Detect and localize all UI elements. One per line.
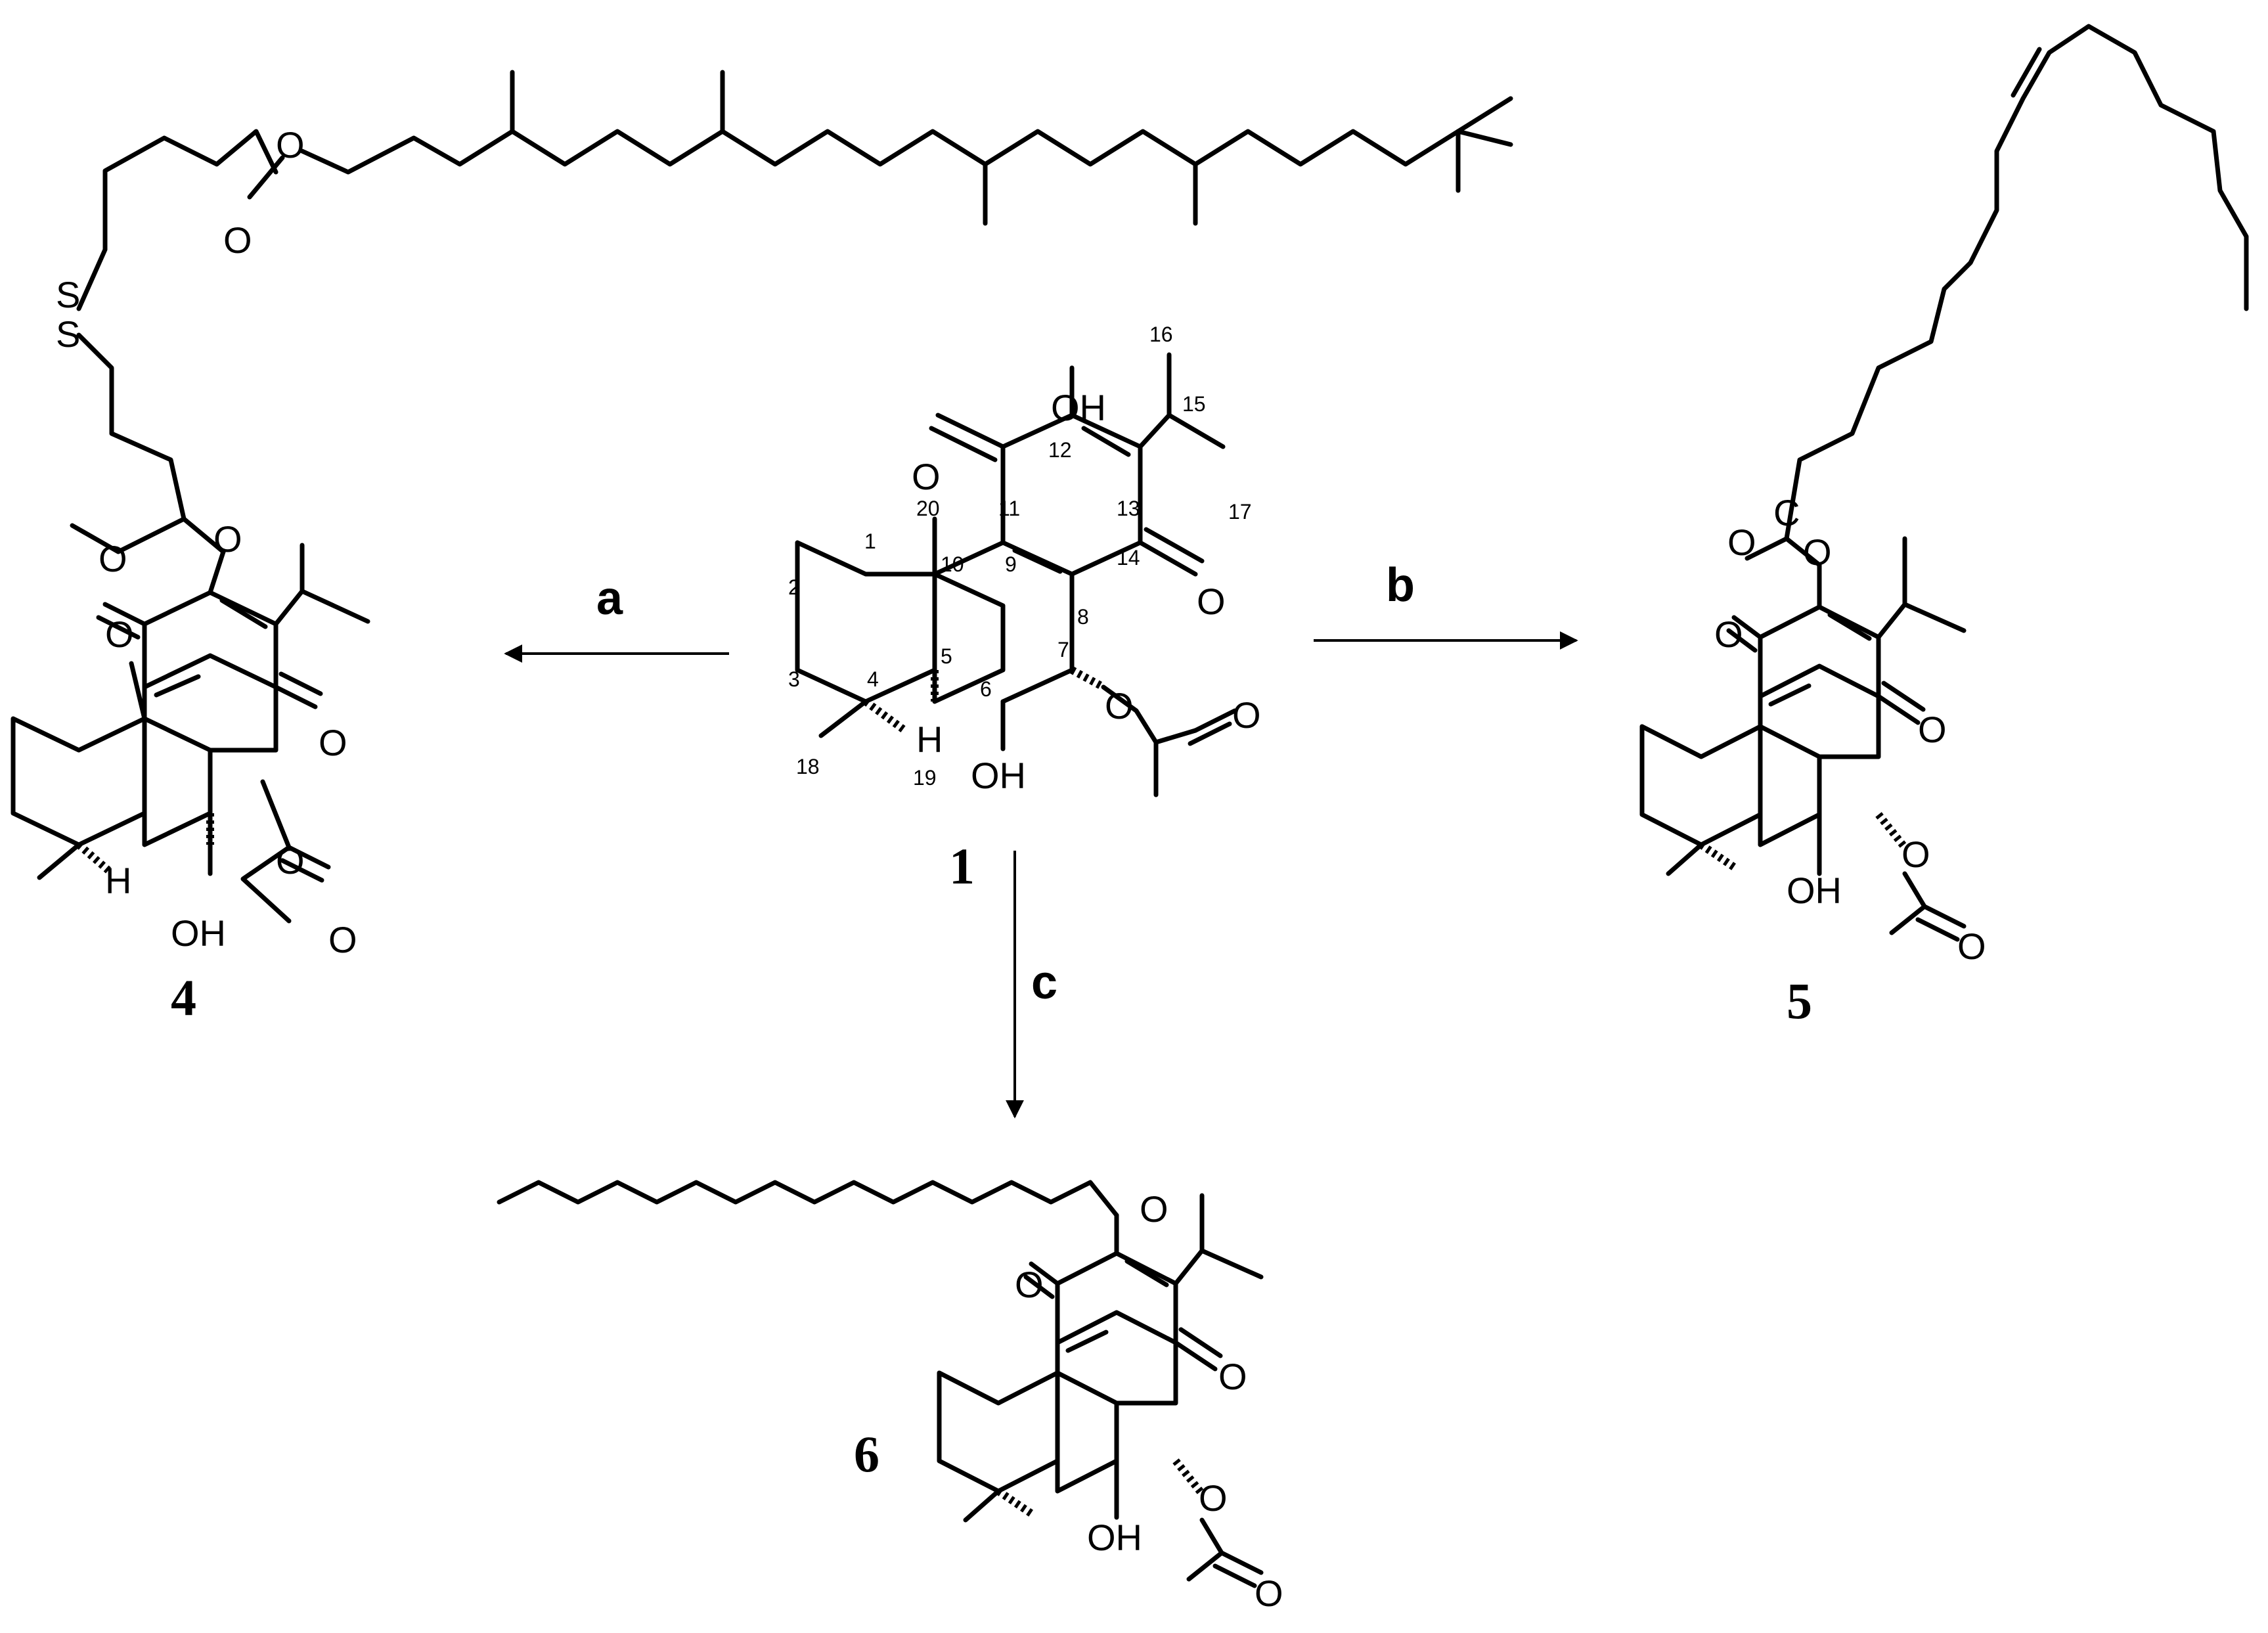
ring-b-partial <box>932 571 1006 704</box>
compound-1-structure: OH O O O O OH H 1 2 3 4 5 6 7 8 9 10 11 … <box>788 323 1261 797</box>
svg-text:3: 3 <box>788 667 800 691</box>
atom-o-acetate-6: O <box>1199 1477 1228 1519</box>
svg-text:16: 16 <box>1149 323 1173 346</box>
atom-o-acetyl-6: O <box>1255 1573 1283 1614</box>
atom-o-acetate: O <box>1105 685 1134 727</box>
polyprenyl-chain <box>300 70 1513 226</box>
compound-5-structure: O O C O O O O OH <box>1639 24 2249 967</box>
svg-text:20: 20 <box>916 497 940 520</box>
atom-oh-c12: OH <box>1051 387 1106 428</box>
atom-h-c5: H <box>916 719 943 760</box>
atom-o-carbonyl: O <box>1232 694 1261 736</box>
atom-o-ester-4: O <box>213 518 242 560</box>
atom-s1: S <box>56 274 80 315</box>
svg-text:17: 17 <box>1228 500 1252 524</box>
svg-text:1: 1 <box>864 529 876 553</box>
svg-text:8: 8 <box>1077 605 1089 629</box>
atom-o-c11-5: O <box>1714 614 1743 655</box>
atom-o-c14-5: O <box>1918 709 1947 750</box>
atom-o-ester-5: O <box>1803 531 1832 573</box>
atom-c-5: C <box>1773 492 1800 533</box>
atom-o-c14-4: O <box>319 722 347 763</box>
svg-text:9: 9 <box>1005 552 1017 576</box>
compound-label-1: 1 <box>949 838 975 895</box>
compound-label-6: 6 <box>854 1425 879 1483</box>
condition-b: b <box>1386 559 1415 612</box>
condition-c: c <box>1031 956 1057 1009</box>
svg-text:14: 14 <box>1117 546 1140 570</box>
condition-a: a <box>596 572 623 625</box>
atom-o-farnesyl: O <box>276 124 305 166</box>
svg-text:11: 11 <box>998 497 1020 520</box>
atom-oh-5: OH <box>1787 870 1842 911</box>
svg-text:10: 10 <box>941 552 964 576</box>
atom-numbering: 1 2 3 4 5 6 7 8 9 10 11 12 13 14 15 16 1… <box>788 323 1252 790</box>
ring-a-bonds <box>795 540 937 704</box>
compound-4-structure: O O O O O O OH H S S O O <box>11 70 1513 960</box>
atom-o-carbonyl-5: O <box>1727 522 1756 563</box>
atom-s2: S <box>56 313 80 355</box>
svg-text:7: 7 <box>1057 638 1069 661</box>
svg-text:5: 5 <box>941 644 952 668</box>
svg-text:19: 19 <box>913 766 937 790</box>
atom-o-c11-4: O <box>105 614 134 655</box>
atom-o-farnesyl-carbonyl: O <box>223 219 252 261</box>
svg-text:12: 12 <box>1048 438 1072 462</box>
svg-text:13: 13 <box>1117 497 1140 520</box>
atom-o-acetate-4: O <box>276 840 305 882</box>
atom-o-acetyl-4: O <box>328 919 357 960</box>
atom-oh-4: OH <box>171 912 226 954</box>
ring-c-bonds <box>1000 413 1143 577</box>
atom-oh-6: OH <box>1087 1517 1142 1558</box>
svg-text:18: 18 <box>796 755 820 778</box>
atom-o-c11: O <box>912 456 941 497</box>
svg-text:2: 2 <box>788 575 800 599</box>
atom-o-c14-6: O <box>1218 1356 1247 1397</box>
atom-o-c14: O <box>1197 581 1226 622</box>
compound-label-5: 5 <box>1787 972 1812 1029</box>
compound-label-4: 4 <box>171 969 196 1026</box>
atom-oh-c6: OH <box>971 755 1026 796</box>
svg-text:4: 4 <box>867 667 879 691</box>
atom-o-acetyl-5: O <box>1957 926 1986 967</box>
compound-6-structure: O O O O O OH <box>497 1180 1283 1614</box>
atom-o-acetate-5: O <box>1901 834 1930 875</box>
atom-o-carbonyl-4: O <box>99 538 127 579</box>
svg-text:6: 6 <box>980 677 992 701</box>
svg-text:15: 15 <box>1182 392 1206 416</box>
atom-o-c11-6: O <box>1015 1264 1044 1305</box>
atom-h-4: H <box>105 860 131 901</box>
atom-o-ether-6: O <box>1140 1188 1168 1230</box>
reaction-arrows <box>504 631 1578 1119</box>
